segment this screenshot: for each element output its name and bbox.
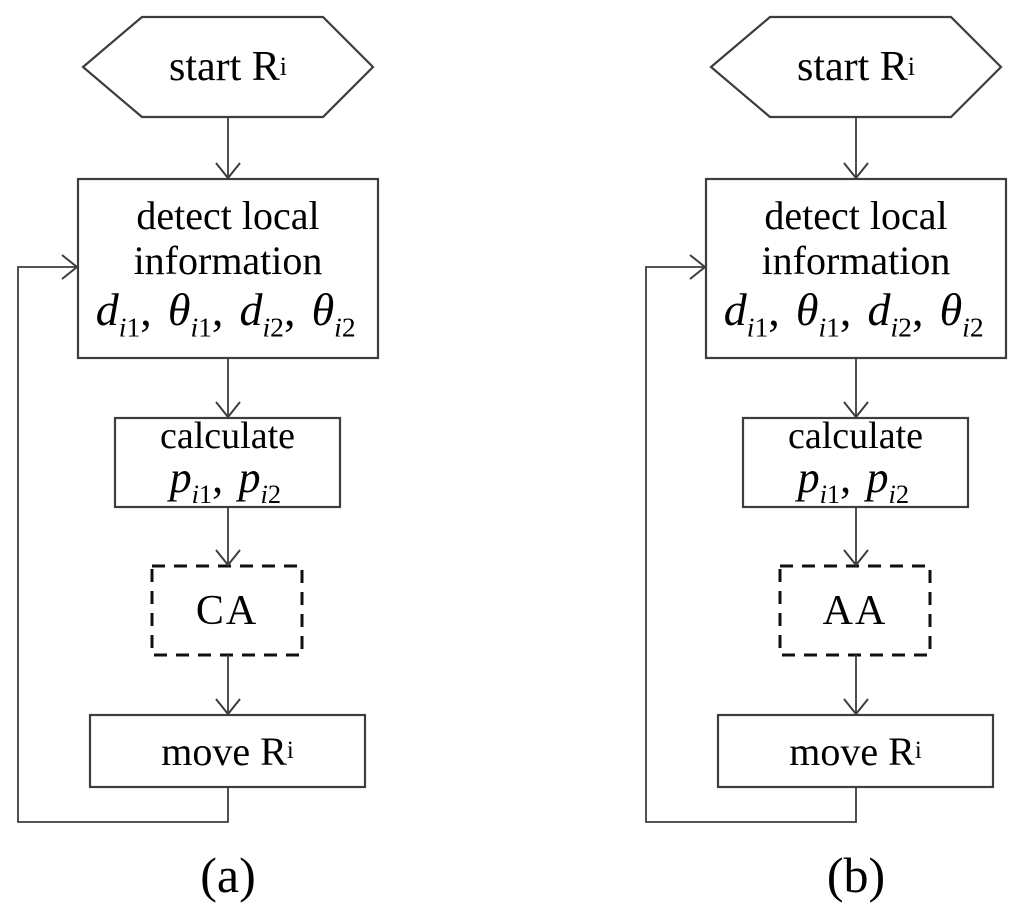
start-label-subscript: i (279, 52, 288, 81)
detect-line2: information (133, 237, 323, 283)
algorithm-label: AA (780, 566, 930, 655)
move-box-shape (716, 713, 995, 789)
math-variable: di1, (723, 283, 780, 343)
arrowhead-algorithm-to-move-icon (843, 698, 869, 716)
math-variable: pi1, (169, 452, 224, 509)
algorithm-label-text: AA (822, 587, 888, 634)
detect-label: detect local information di1, θi1, di2, … (78, 179, 378, 358)
flowchart-a-shapes (17, 15, 380, 823)
math-variable: pi2 (238, 452, 282, 509)
caption-b-text: (b) (826, 847, 886, 903)
arrowhead-start-to-detect-icon (215, 162, 241, 180)
feedback-loop-line (645, 266, 857, 823)
arrowhead-start-to-detect-icon (843, 162, 869, 180)
detect-line1: detect local (136, 192, 320, 238)
start-hexagon-shape (81, 15, 375, 119)
math-variable: θi2 (311, 283, 356, 343)
caption-b: (b) (706, 842, 1006, 908)
math-variable: θi2 (939, 283, 984, 343)
move-label-subscript: i (286, 737, 294, 764)
algorithm-dashed-box-shape (150, 564, 304, 657)
arrowhead-algorithm-to-move-icon (215, 698, 241, 716)
arrowhead-feedback-to-detect-icon (689, 254, 707, 280)
caption-a: (a) (78, 842, 378, 908)
calculate-math-line: pi1, pi2 (797, 452, 914, 509)
detect-line1: detect local (764, 192, 948, 238)
detect-math-line: di1, θi1, di2, θi2 (724, 284, 988, 343)
algorithm-label-text: CA (195, 587, 259, 634)
feedback-loop-line (17, 266, 229, 823)
start-label-subscript: i (907, 52, 916, 81)
move-label-subscript: i (914, 737, 922, 764)
start-label-text: start R (796, 44, 908, 90)
arrowhead-feedback-to-detect-icon (61, 254, 79, 280)
calculate-line1: calculate (787, 415, 923, 458)
arrowhead-detect-to-calculate-icon (215, 401, 241, 419)
algorithm-dashed-box-shape (778, 564, 932, 657)
math-variable: di1, (95, 283, 152, 343)
detect-label: detect local information di1, θi1, di2, … (706, 179, 1006, 358)
calculate-line1: calculate (159, 415, 295, 458)
move-label-text: move R (789, 728, 915, 774)
algorithm-label: CA (152, 566, 302, 655)
arrowhead-calculate-to-algorithm-icon (215, 549, 241, 567)
detect-box-shape (704, 177, 1008, 360)
flowchart-b-shapes (645, 15, 1008, 823)
calculate-label: calculate pi1, pi2 (115, 415, 340, 509)
math-variable: pi2 (866, 452, 910, 509)
detect-line2: information (761, 237, 951, 283)
math-variable: di2, (867, 283, 924, 343)
calculate-math-line: pi1, pi2 (169, 452, 286, 509)
move-label-text: move R (161, 728, 287, 774)
math-variable: θi1, (167, 283, 224, 343)
arrowhead-detect-to-calculate-icon (843, 401, 869, 419)
caption-a-text: (a) (200, 847, 256, 903)
detect-math-line: di1, θi1, di2, θi2 (96, 284, 360, 343)
arrowhead-calculate-to-algorithm-icon (843, 549, 869, 567)
calculate-label: calculate pi1, pi2 (743, 415, 968, 509)
calculate-box-shape (741, 416, 970, 509)
math-variable: pi1, (797, 452, 852, 509)
math-variable: θi1, (795, 283, 852, 343)
detect-box-shape (76, 177, 380, 360)
move-box-shape (88, 713, 367, 789)
start-label-text: start R (168, 44, 280, 90)
math-variable: di2, (239, 283, 296, 343)
start-hexagon-shape (709, 15, 1003, 119)
